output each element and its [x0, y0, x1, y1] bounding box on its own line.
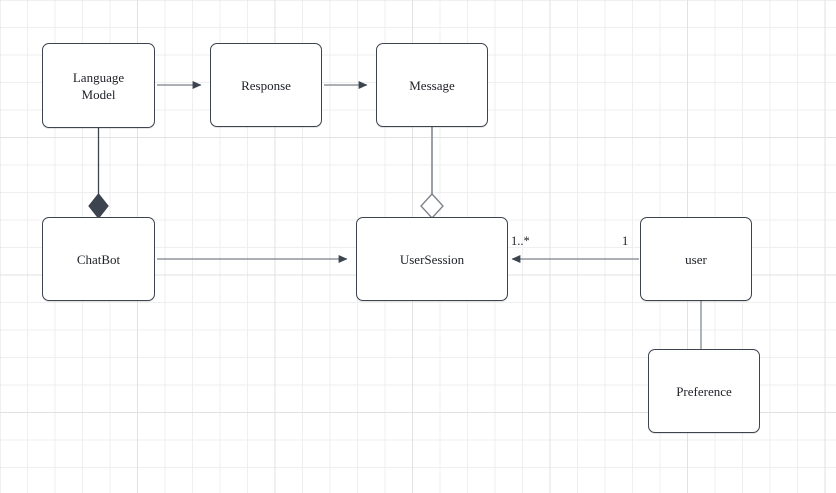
edge-language-model-to-chatbot [88, 128, 109, 219]
edge-message-to-usersession [420, 127, 444, 219]
node-label-message: Message [409, 77, 455, 93]
node-label-response: Response [241, 77, 291, 93]
node-preference[interactable]: Preference [648, 349, 760, 433]
node-label-user: user [685, 251, 707, 267]
node-message[interactable]: Message [376, 43, 488, 127]
node-label-preference: Preference [676, 383, 732, 399]
multiplicity-label-usersession: 1..* [511, 234, 530, 248]
node-language-model[interactable]: Language Model [42, 43, 155, 128]
node-response[interactable]: Response [210, 43, 322, 127]
node-label-usersession: UserSession [399, 251, 465, 267]
node-user[interactable]: user [640, 217, 752, 301]
node-chatbot[interactable]: ChatBot [42, 217, 155, 301]
node-label-language-model: Language Model [72, 69, 125, 102]
node-usersession[interactable]: UserSession [356, 217, 508, 301]
multiplicity-label-user: 1 [622, 234, 629, 248]
node-label-chatbot: ChatBot [76, 251, 121, 267]
